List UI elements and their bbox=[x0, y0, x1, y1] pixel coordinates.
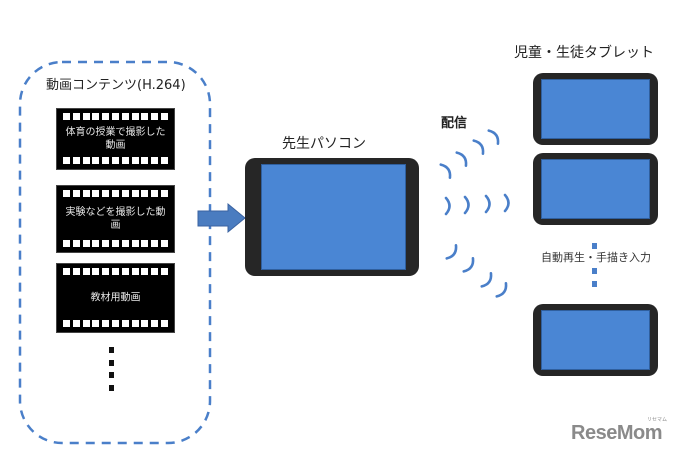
film-perforations bbox=[63, 113, 168, 121]
wave-arc bbox=[487, 129, 500, 146]
tablet-screen bbox=[541, 159, 650, 219]
resemom-logo: ReseMom bbox=[571, 422, 662, 444]
wave-arc bbox=[495, 281, 508, 298]
wave-arc bbox=[503, 193, 510, 213]
video-film-1: 体育の授業で撮影した動画 bbox=[56, 108, 175, 170]
video-film-2: 実験などを撮影した動画 bbox=[56, 185, 175, 253]
teacher-pc-label: 先生パソコン bbox=[282, 136, 366, 152]
student-tablets-label: 児童・生徒タブレット bbox=[514, 45, 654, 61]
teacher-pc-screen bbox=[261, 164, 406, 270]
resemom-logo-ruby: リセマム bbox=[647, 417, 668, 423]
content-group-dashed-border bbox=[18, 60, 212, 445]
film-perforations bbox=[63, 268, 168, 276]
tablet-screen bbox=[541, 79, 650, 139]
content-group-title: 動画コンテンツ(H.264) bbox=[46, 78, 186, 93]
distribution-label: 配信 bbox=[441, 116, 468, 131]
student-tablet-2 bbox=[533, 153, 658, 225]
film-perforations bbox=[63, 190, 168, 198]
wave-arc bbox=[472, 139, 485, 156]
video-label: 教材用動画 bbox=[90, 292, 141, 304]
film-perforations bbox=[63, 157, 168, 165]
film-perforations bbox=[63, 240, 168, 248]
wave-arc bbox=[445, 243, 458, 260]
tablet-screen bbox=[541, 310, 650, 370]
wave-arc bbox=[462, 256, 475, 273]
film-perforations bbox=[63, 320, 168, 328]
video-label: 体育の授業で撮影した動画 bbox=[65, 127, 166, 151]
wave-arc bbox=[463, 195, 470, 215]
flow-arrow-icon bbox=[197, 202, 246, 234]
video-film-3: 教材用動画 bbox=[56, 263, 175, 333]
video-label: 実験などを撮影した動画 bbox=[65, 207, 166, 231]
wave-arc bbox=[455, 151, 468, 168]
tablet-feature-label: 自動再生・手描き入力 bbox=[541, 251, 651, 264]
student-tablet-1 bbox=[533, 73, 658, 145]
teacher-pc-device bbox=[245, 158, 419, 276]
wave-arc bbox=[444, 196, 451, 216]
wave-arc bbox=[480, 271, 493, 288]
student-tablet-3 bbox=[533, 304, 658, 376]
wave-arc bbox=[439, 163, 452, 180]
wave-arc bbox=[484, 194, 491, 214]
broadcast-waves-icon bbox=[439, 129, 510, 298]
